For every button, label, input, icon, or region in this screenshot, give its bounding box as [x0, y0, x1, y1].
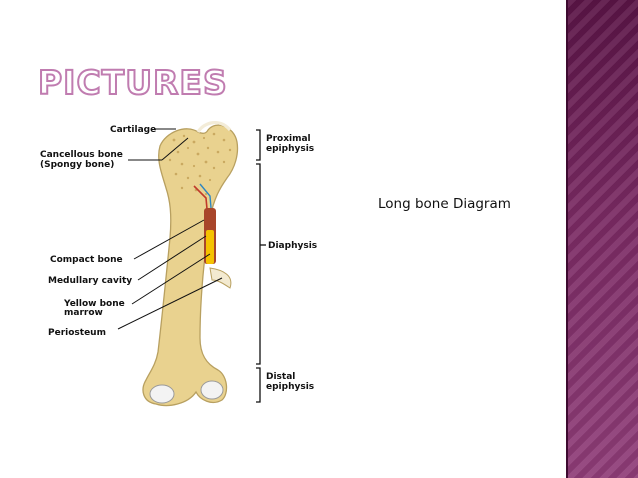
- leader-lines: [117, 128, 223, 330]
- label-cartilage: Cartilage: [110, 125, 156, 135]
- label-yellow-bone: Yellow bone: [63, 299, 125, 309]
- side-band: [568, 0, 638, 478]
- long-bone-diagram: Cartilage Cancellous bone (Spongy bone) …: [38, 108, 326, 408]
- lateral-condyle: [200, 380, 224, 400]
- label-diaphysis: Diaphysis: [268, 241, 317, 251]
- bone-shape: [142, 124, 239, 407]
- cartilage-cap: [196, 121, 232, 133]
- label-compact-bone: Compact bone: [50, 255, 123, 265]
- label-spongy-bone: (Spongy bone): [40, 160, 114, 170]
- label-periosteum: Periosteum: [48, 328, 106, 338]
- label-distal-epiphysis: epiphysis: [266, 382, 314, 392]
- side-band-edge: [566, 0, 569, 478]
- periosteum-flap: [209, 267, 232, 289]
- medial-condyle: [149, 384, 175, 404]
- region-brackets: [256, 129, 266, 403]
- diagram-caption: Long bone Diagram: [378, 196, 511, 212]
- label-distal: Distal: [266, 372, 295, 382]
- long-bone-svg: Cartilage Cancellous bone (Spongy bone) …: [40, 121, 317, 407]
- label-marrow: marrow: [64, 308, 103, 318]
- label-proximal: Proximal: [266, 134, 311, 144]
- label-proximal-epiphysis: epiphysis: [266, 144, 314, 154]
- yellow-marrow: [206, 230, 214, 264]
- cancellous-texture: [168, 132, 232, 196]
- side-band-texture: [568, 0, 638, 478]
- label-cancellous-bone: Cancellous bone: [40, 150, 123, 160]
- label-medullary-cavity: Medullary cavity: [48, 276, 132, 286]
- slide-title: PICTURES: [37, 62, 228, 103]
